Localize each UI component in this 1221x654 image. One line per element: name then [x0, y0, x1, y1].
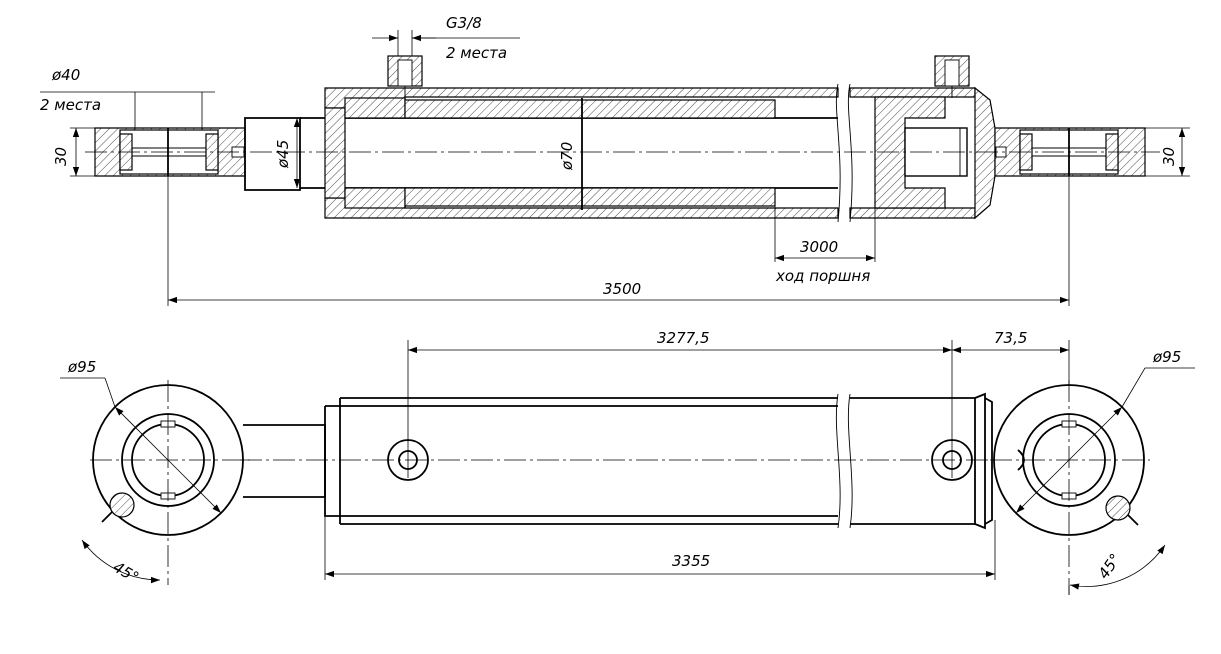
port-to-end-label: 73,5 [994, 329, 1027, 347]
cylinder-body [324, 392, 993, 530]
side-dimensions [60, 340, 1195, 595]
grease-angle-left-label: 45° [110, 558, 142, 587]
right-eye-outline [990, 380, 1150, 595]
eye-width-left-label: 30 [52, 147, 70, 166]
rod-end-block [244, 117, 301, 191]
port-thread-label: G3/8 [446, 14, 482, 32]
piston [404, 98, 776, 210]
pin-diameter-label: ø40 [51, 66, 80, 84]
pin-count-label: 2 места [40, 96, 101, 114]
section-dimensions [40, 30, 1190, 306]
side-view [90, 380, 1150, 595]
rear-cap [874, 86, 1146, 220]
section-view [85, 55, 1160, 223]
eye-diameter-left-label: ø95 [67, 358, 96, 376]
left-eye-outline [90, 380, 250, 585]
rod-diameter-label: ø45 [274, 140, 292, 169]
grease-angle-right-label: 45° [1095, 550, 1125, 582]
side-labels: 3277,5 73,5 ø95 ø95 3355 45° 45° [67, 329, 1181, 587]
port-count-label: 2 места [446, 44, 507, 62]
section-labels: G3/8 2 места ø40 2 места 30 30 ø45 ø70 3… [40, 14, 1178, 298]
stroke-caption-label: ход поршня [775, 267, 870, 285]
stroke-value-label: 3000 [800, 238, 838, 256]
body-length-label: 3355 [672, 552, 710, 570]
rod-stub [243, 424, 326, 498]
piston-diameter-label: ø70 [558, 142, 576, 171]
pin-center-distance-label: 3500 [603, 280, 641, 298]
port-spacing-label: 3277,5 [657, 329, 710, 347]
port-front [387, 55, 423, 98]
eye-diameter-right-label: ø95 [1152, 348, 1181, 366]
eye-width-right-label: 30 [1160, 147, 1178, 166]
port-rear [934, 55, 970, 98]
